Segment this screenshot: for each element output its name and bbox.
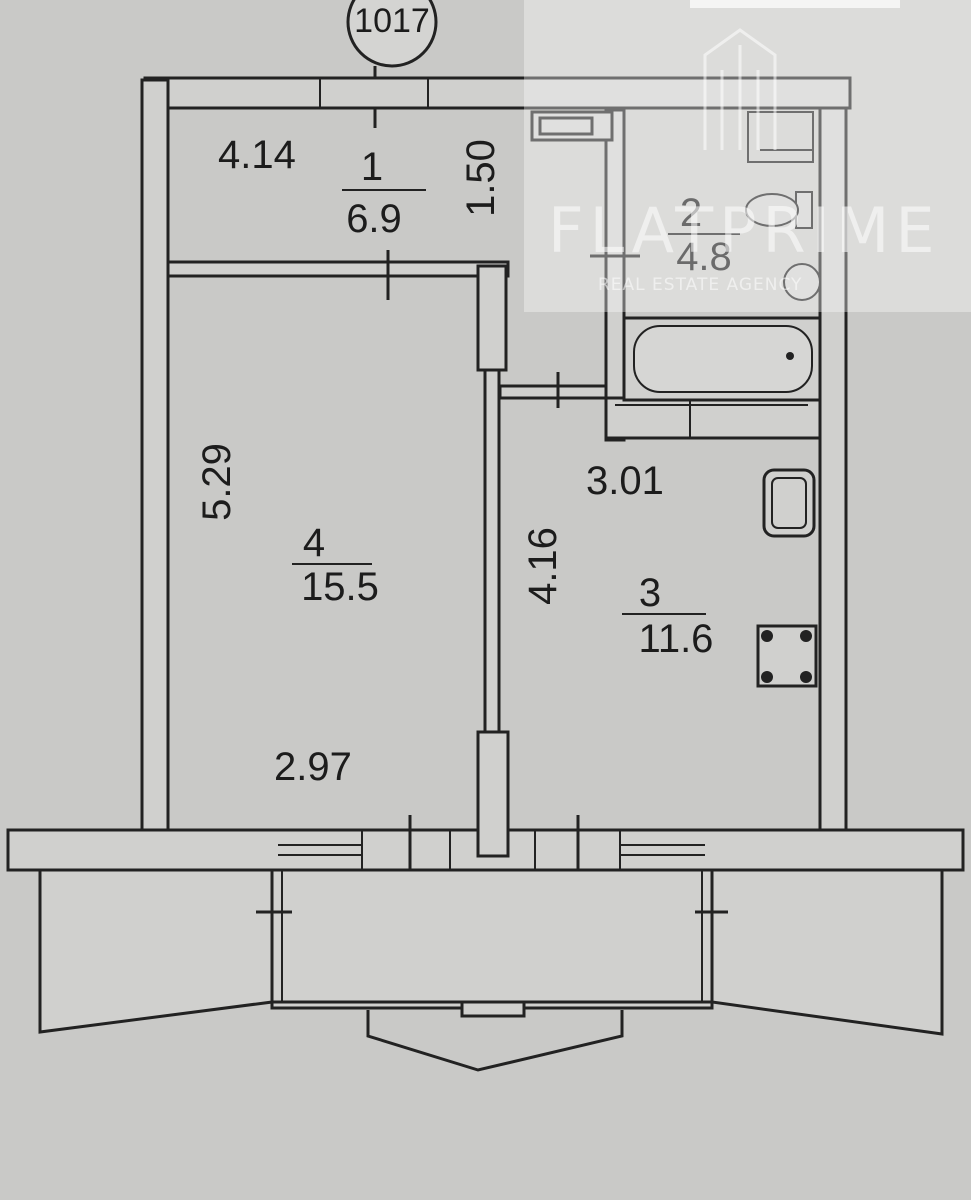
watermark-brand: FLATPRIME xyxy=(548,194,941,267)
room-1-label: 1 6.9 4.14 1.50 xyxy=(218,133,503,241)
room-1-width: 1.50 xyxy=(459,139,503,217)
interior-walls xyxy=(166,108,822,858)
balcony xyxy=(38,868,944,1072)
room-3-number: 3 xyxy=(639,571,661,615)
room-3-width: 4.16 xyxy=(521,527,565,605)
room-1-number: 1 xyxy=(361,145,383,189)
room-4-area: 15.5 xyxy=(301,565,379,609)
room-2-label: 2 4.8 xyxy=(668,191,740,279)
room-3-label: 3 11.6 3.01 4.16 xyxy=(521,459,713,661)
apartment-marker: 1017 xyxy=(346,0,438,128)
bathroom-fixtures xyxy=(622,111,822,402)
kitchen-fixtures xyxy=(756,468,818,688)
room-2-number: 2 xyxy=(680,191,702,235)
watermark: FLATPRIME REAL ESTATE AGENCY xyxy=(524,0,971,312)
room-1-area: 6.9 xyxy=(346,197,402,241)
watermark-logo-icon xyxy=(703,28,777,150)
apartment-number: 1017 xyxy=(354,2,430,40)
room-1-length: 4.14 xyxy=(218,133,296,177)
room-4-number: 4 xyxy=(303,521,325,565)
watermark-tagline: REAL ESTATE AGENCY xyxy=(598,275,802,295)
room-3-area: 11.6 xyxy=(639,617,714,661)
room-2-area: 4.8 xyxy=(676,235,732,279)
room-3-length: 3.01 xyxy=(586,459,664,503)
room-4-label: 4 15.5 5.29 2.97 xyxy=(195,443,379,789)
room-4-length: 5.29 xyxy=(195,443,239,521)
room-4-width: 2.97 xyxy=(274,745,352,789)
